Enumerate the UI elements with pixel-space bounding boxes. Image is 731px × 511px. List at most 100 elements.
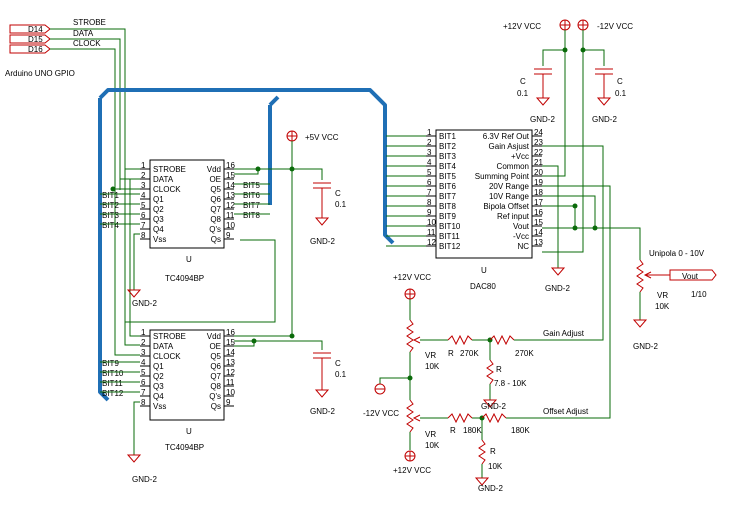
vcc5-label: +5V VCC xyxy=(305,133,339,142)
gain-vr-value: 10K xyxy=(425,362,440,371)
ic2-pin-4-name: Q1 xyxy=(153,362,164,371)
dac-pin-18-number: 18 xyxy=(534,188,543,197)
ic1-pin-5-number: 5 xyxy=(141,201,146,210)
offset-adjust-label: Offset Adjust xyxy=(543,407,589,416)
ic1-bit2-label: BIT2 xyxy=(102,201,119,210)
ic1-pin-9-number: 9 xyxy=(226,231,231,240)
ic1-pin-12-name: Q7 xyxy=(210,205,221,214)
gain-r2-value: 270K xyxy=(515,349,534,358)
dac-pin-3-name: BIT3 xyxy=(439,152,456,161)
ic2-pin-14-number: 14 xyxy=(226,348,235,357)
dac-pin-15-number: 15 xyxy=(534,218,543,227)
ic1-bit3-label: BIT3 xyxy=(102,211,119,220)
ic1-pin-12-number: 12 xyxy=(226,201,235,210)
ic1-pin-10-number: 10 xyxy=(226,221,235,230)
offset-r2-value: 180K xyxy=(511,426,530,435)
dac-pin-22-name: +Vcc xyxy=(511,152,529,161)
ic2-pin-13-number: 13 xyxy=(226,358,235,367)
ic2-pin-12-name: Q7 xyxy=(210,372,221,381)
dac-pin-8-number: 8 xyxy=(427,198,432,207)
dac-body xyxy=(435,129,533,259)
ic2-pin-10-number: 10 xyxy=(226,388,235,397)
arduino-connector: D14 D15 D16 Arduino UNO GPIO STROBE DATA… xyxy=(5,18,106,78)
dac-pin-17-number: 17 xyxy=(534,198,543,207)
gain-r1-ref: R xyxy=(448,349,454,358)
output-potentiometer: Unipola 0 - 10V GND-2 VR 10K Vout 1/10 xyxy=(632,249,717,351)
offset-vr-value: 10K xyxy=(425,441,440,450)
cap1-value: 0.1 xyxy=(335,200,347,209)
cap3-ref: C xyxy=(520,77,526,86)
ic1-pin-13-name: Q6 xyxy=(210,195,221,204)
dac-pin-9-number: 9 xyxy=(427,208,432,217)
ic1-pin-9-name: Qs xyxy=(211,235,221,244)
gain-adjust-label: Gain Adjust xyxy=(543,329,585,338)
pin-d15-label: D15 xyxy=(28,35,43,44)
ic1-pin-10-name: Q's xyxy=(209,225,221,234)
dac-pin-1-number: 1 xyxy=(427,128,432,137)
ic1-gnd-label: GND-2 xyxy=(132,299,157,308)
offset-r3-value: 10K xyxy=(488,462,503,471)
dac-pin-7-name: BIT7 xyxy=(439,192,456,201)
cap3-value: 0.1 xyxy=(517,89,529,98)
capacitor-3: C 0.1 GND-2 xyxy=(517,68,555,124)
ic1-pin-6-number: 6 xyxy=(141,211,146,220)
ic2-pin-3-name: CLOCK xyxy=(153,352,181,361)
dac-pin-7-number: 7 xyxy=(427,188,432,197)
dac-pin-18-name: 10V Range xyxy=(489,192,530,201)
ic1-body xyxy=(149,159,225,249)
cap4-value: 0.1 xyxy=(615,89,627,98)
capacitor-4: C 0.1 GND-2 xyxy=(592,68,627,124)
output-gnd: GND-2 xyxy=(633,342,658,351)
ic1-bit4-label: BIT4 xyxy=(102,221,119,230)
output-title: Unipola 0 - 10V xyxy=(649,249,705,258)
ic1-bit5-label: BIT5 xyxy=(243,181,260,190)
ic1-pin-11-name: Q8 xyxy=(210,215,221,224)
ic1-bit8-label: BIT8 xyxy=(243,211,260,220)
ic2-pin-8-name: Vss xyxy=(153,402,166,411)
ic1-pin-1-name: STROBE xyxy=(153,165,186,174)
output-vr-ref: VR xyxy=(657,291,668,300)
ic2-gnd-label: GND-2 xyxy=(132,475,157,484)
ic2-pin-13-name: Q6 xyxy=(210,362,221,371)
output-vr-value: 10K xyxy=(655,302,670,311)
ic2-bit10-label: BIT10 xyxy=(102,369,124,378)
ic1-pin-7-number: 7 xyxy=(141,221,146,230)
ic2-pin-7-name: Q4 xyxy=(153,392,164,401)
ic1-pin-13-number: 13 xyxy=(226,191,235,200)
ic1-pin-8-name: Vss xyxy=(153,235,166,244)
vcc12p-top-label: +12V VCC xyxy=(503,22,541,31)
ic2-pin-6-number: 6 xyxy=(141,378,146,387)
cap1-gnd: GND-2 xyxy=(310,237,335,246)
clock-net-label: CLOCK xyxy=(73,39,101,48)
ic2-pin-14-name: Q5 xyxy=(210,352,221,361)
ic1-ref: U xyxy=(186,255,192,264)
ic1-pin-5-name: Q2 xyxy=(153,205,164,214)
gain-r3-ref: R xyxy=(496,365,502,374)
dac-pin-6-number: 6 xyxy=(427,178,432,187)
ic2-pin-16-number: 16 xyxy=(226,328,235,337)
capacitor-2: C 0.1 GND-2 xyxy=(310,352,347,416)
dac-pin-19-name: 20V Range xyxy=(489,182,530,191)
cap3-gnd: GND-2 xyxy=(530,115,555,124)
vcc12n-top-label: -12V VCC xyxy=(597,22,633,31)
dac-pin-5-number: 5 xyxy=(427,168,432,177)
dac-pin-5-name: BIT5 xyxy=(439,172,456,181)
dac-pin-20-name: Summing Point xyxy=(475,172,530,181)
ic1-bit6-label: BIT6 xyxy=(243,191,260,200)
ic2-pin-11-name: Q8 xyxy=(210,382,221,391)
dac-gnd-label: GND-2 xyxy=(545,284,570,293)
ic1-pin-7-name: Q4 xyxy=(153,225,164,234)
ic2-pin-2-name: DATA xyxy=(153,342,174,351)
ic1-pin-3-number: 3 xyxy=(141,181,146,190)
dac-pin-24-name: 6.3V Ref Out xyxy=(483,132,530,141)
ic2-pin-5-name: Q2 xyxy=(153,372,164,381)
ic2-body xyxy=(149,329,225,421)
cap2-ref: C xyxy=(335,359,341,368)
ic2-pin-16-name: Vdd xyxy=(207,332,221,341)
ic2-pin-15-number: 15 xyxy=(226,338,235,347)
control-wires xyxy=(50,28,276,356)
